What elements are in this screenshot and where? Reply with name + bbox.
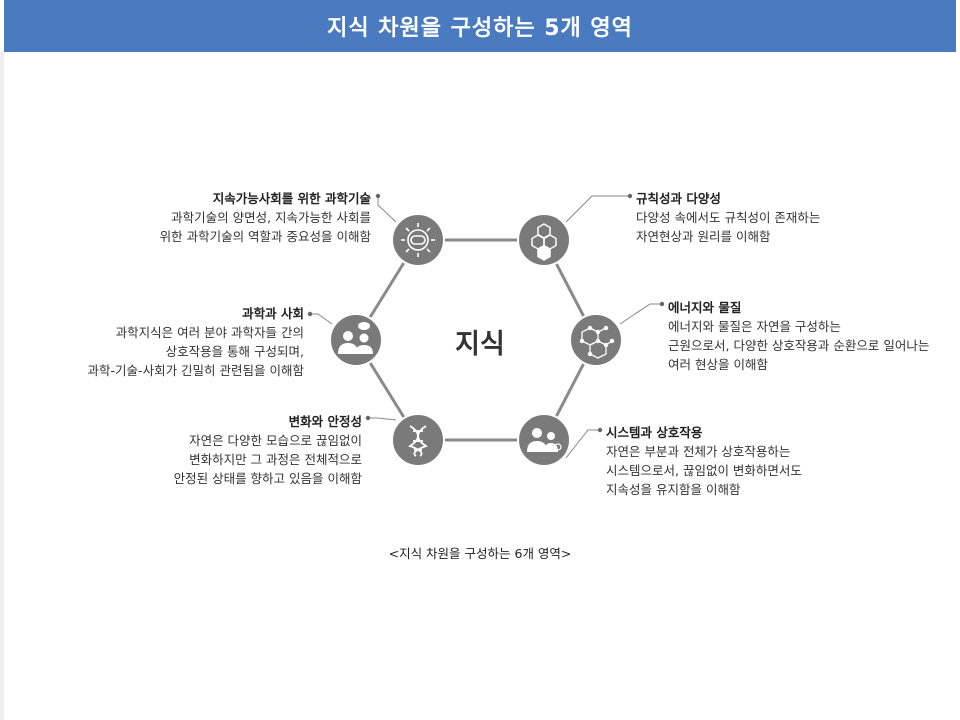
center-label: 지식	[455, 329, 505, 360]
node-society	[329, 313, 383, 367]
node-desc-line: 자연은 다양한 모습으로 끊임없이	[189, 433, 362, 448]
page-title: 지식 차원을 구성하는 5개 영역	[327, 16, 633, 41]
leader-lines	[310, 195, 662, 459]
text-block-sustainable: 지속가능사회를 위한 과학기술 과학기술의 양면성, 지속가능한 사회를 위한 …	[146, 189, 371, 246]
text-block-systems: 시스템과 상호작용 자연은 부분과 전체가 상호작용하는 시스템으로서, 끊임없…	[606, 423, 846, 499]
node-desc-line: 안정된 상태를 향하고 있음을 이해함	[173, 471, 362, 486]
node-desc-line: 에너지와 물질은 자연을 구성하는	[668, 319, 841, 334]
node-desc-line: 지속성을 유지함을 이해함	[606, 482, 741, 497]
people-network-icon	[527, 428, 562, 452]
leader-dots	[307, 193, 665, 433]
hexagon-cluster-icon	[531, 223, 557, 261]
node-energy	[569, 313, 623, 367]
node-desc-line: 상호작용을 통해 구성되며,	[165, 344, 304, 359]
node-title-sustainable: 지속가능사회를 위한 과학기술	[212, 191, 371, 206]
figure-caption: <지식 차원을 구성하는 6개 영역>	[388, 546, 572, 561]
people-discussion-icon	[338, 322, 373, 354]
text-block-energy: 에너지와 물질 에너지와 물질은 자연을 구성하는 근원으로서, 다양한 상호작…	[668, 298, 953, 374]
eco-gear-icon	[401, 223, 435, 257]
molecule-icon	[579, 325, 615, 359]
node-regularity	[517, 213, 571, 267]
node-title-energy: 에너지와 물질	[668, 300, 742, 315]
node-title-regularity: 규칙성과 다양성	[636, 191, 721, 206]
node-desc-line: 시스템으로서, 끊임없이 변화하면서도	[606, 463, 802, 478]
node-desc-line: 자연은 부분과 전체가 상호작용하는	[606, 444, 791, 459]
node-desc-line: 변화하지만 그 과정은 전체적으로	[189, 452, 362, 467]
node-desc-line: 과학기술의 양면성, 지속가능한 사회를	[171, 210, 371, 225]
text-block-change: 변화와 안정성 자연은 다양한 모습으로 끊임없이 변화하지만 그 과정은 전체…	[136, 412, 362, 488]
node-title-society: 과학과 사회	[242, 306, 304, 321]
node-sustainable	[391, 213, 445, 267]
text-block-society: 과학과 사회 과학지식은 여러 분야 과학자들 간의 상호작용을 통해 구성되며…	[58, 304, 304, 380]
node-systems	[517, 413, 571, 467]
header-bar: 지식 차원을 구성하는 5개 영역	[4, 0, 956, 52]
node-desc-line: 다양성 속에서도 규칙성이 존재하는	[636, 210, 821, 225]
node-desc-line: 과학-기술-사회가 긴밀히 관련됨을 이해함	[87, 363, 304, 378]
node-desc-line: 위한 과학기술의 역할과 중요성을 이해함	[159, 229, 371, 244]
node-desc-line: 자연현상과 원리를 이해함	[636, 229, 771, 244]
node-title-systems: 시스템과 상호작용	[606, 425, 703, 440]
node-desc-line: 과학지식은 여러 분야 과학자들 간의	[115, 325, 304, 340]
text-block-regularity: 규칙성과 다양성 다양성 속에서도 규칙성이 존재하는 자연현상과 원리를 이해…	[636, 189, 876, 246]
left-edge-strip	[0, 52, 4, 720]
node-title-change: 변화와 안정성	[288, 414, 362, 429]
node-desc-line: 근원으로서, 다양한 상호작용과 순환으로 일어나는	[668, 338, 930, 353]
dna-icon	[407, 425, 429, 457]
node-change	[391, 413, 445, 467]
node-desc-line: 여러 현상을 이해함	[668, 357, 768, 372]
